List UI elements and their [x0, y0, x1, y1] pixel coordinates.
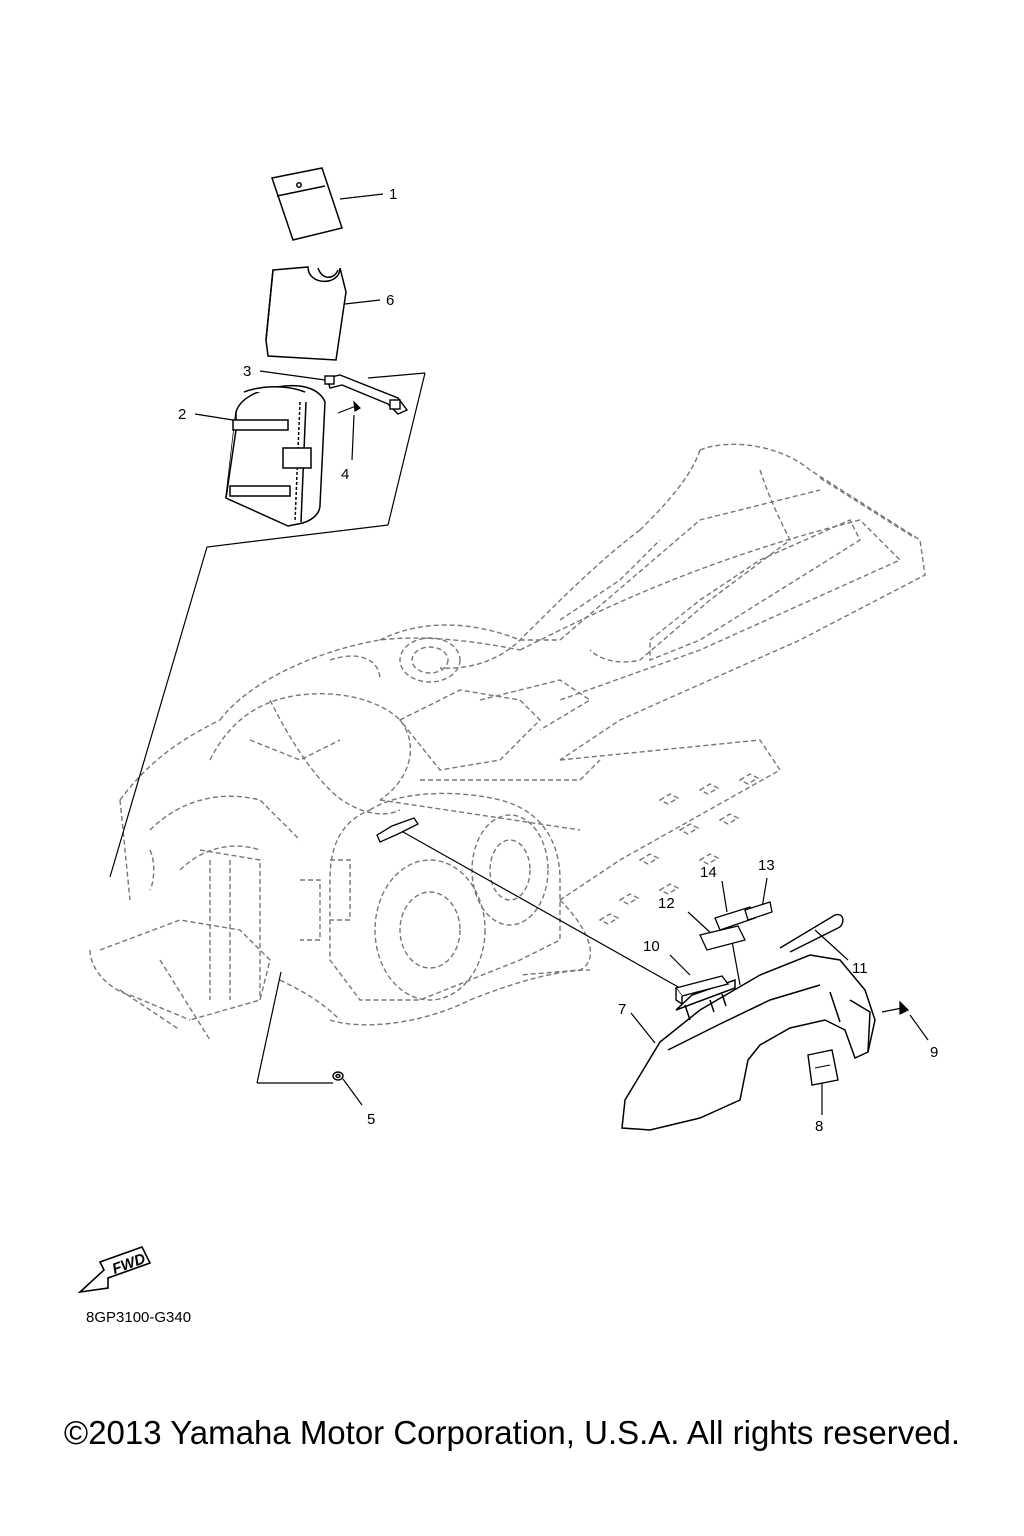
leader-13 [761, 877, 768, 909]
leader-5 [342, 1078, 363, 1106]
callout-3: 3 [243, 363, 251, 380]
part-13-label [744, 901, 773, 921]
part-5-grommet [332, 1071, 344, 1081]
leader-10 [669, 954, 691, 976]
part-7-snow-flap [621, 954, 876, 1131]
callout-2: 2 [178, 406, 186, 423]
leader-4 [351, 414, 355, 461]
leader-5-b [256, 971, 282, 1084]
leader-7 [630, 1012, 656, 1044]
part-11-wire-hook [779, 913, 844, 953]
callout-8: 8 [815, 1118, 823, 1135]
callout-7: 7 [618, 1001, 626, 1018]
leader-12 [687, 911, 714, 936]
group-bracket-line [367, 372, 426, 379]
part-6-cover [265, 266, 347, 361]
leader-3 [259, 370, 326, 381]
callout-numbers: 1 6 3 2 4 5 13 14 12 10 11 7 9 8 [178, 186, 938, 1135]
leader-14 [721, 880, 728, 913]
callout-6: 6 [386, 292, 394, 309]
part-3-bracket [324, 374, 409, 415]
group-bracket-upper [109, 372, 426, 878]
callout-9: 9 [930, 1044, 938, 1061]
leader-9 [909, 1014, 929, 1041]
fwd-arrow-icon: FWD [77, 1246, 152, 1294]
body-tab [376, 817, 419, 843]
leader-11 [814, 929, 849, 961]
callout-5: 5 [367, 1111, 375, 1128]
copyright-notice: ©2013 Yamaha Motor Corporation, U.S.A. A… [63, 1414, 961, 1451]
leader-2 [194, 413, 234, 421]
part-9-rivet [881, 1000, 910, 1015]
part-10-clip [674, 975, 730, 1006]
leader-lines [109, 193, 929, 1115]
diagram-code: 8GP3100-G340 [86, 1309, 192, 1326]
callout-11: 11 [852, 960, 868, 977]
callout-4: 4 [341, 466, 349, 483]
part-1-document-pouch [271, 167, 343, 241]
part-8-plate [807, 1049, 839, 1086]
snowmobile-body-outline [89, 443, 926, 1041]
part-12-label [699, 925, 746, 951]
fwd-label: FWD [110, 1250, 148, 1278]
callout-10: 10 [643, 938, 660, 955]
part-2-storage-bag [225, 384, 326, 527]
callout-13: 13 [758, 857, 775, 874]
callout-14: 14 [700, 864, 717, 881]
callout-12: 12 [658, 895, 675, 912]
leader-1 [339, 193, 384, 200]
part-4-screw [337, 400, 361, 414]
callout-1: 1 [389, 186, 397, 203]
leader-tab-to-7 [395, 827, 681, 989]
